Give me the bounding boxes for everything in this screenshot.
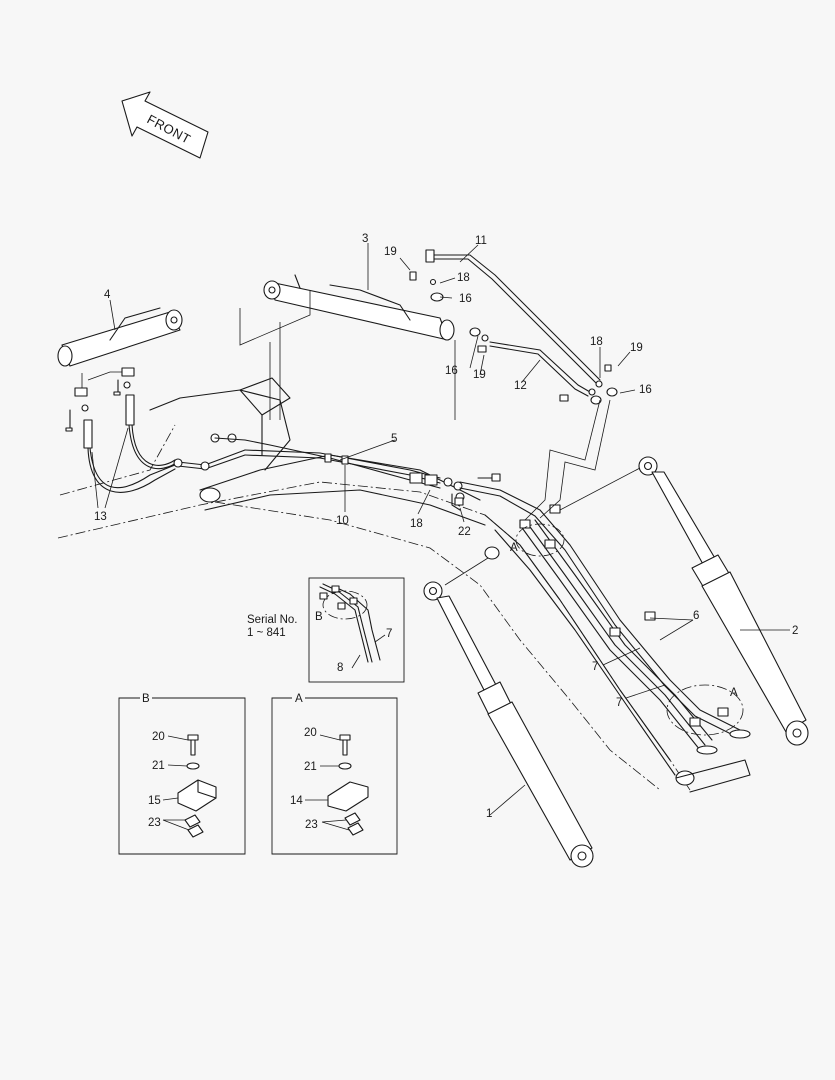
callout-3: 3 — [362, 233, 368, 245]
callout-6: 6 — [693, 610, 699, 622]
callout-18b: 18 — [590, 336, 603, 348]
pipes-5-10 — [244, 444, 465, 502]
callout-18a: 18 — [457, 272, 470, 284]
callout-2: 2 — [792, 625, 798, 637]
callout-7a: 7 — [592, 661, 598, 673]
detail-b-box — [118, 697, 246, 855]
serial-line-1: Serial No. — [247, 614, 298, 626]
leader-lines — [91, 243, 790, 816]
callout-5: 5 — [391, 433, 397, 445]
callout-23b: 23 — [148, 817, 161, 829]
callout-20a: 20 — [304, 727, 317, 739]
callout-19a: 19 — [384, 246, 397, 258]
callout-7c: 7 — [386, 628, 392, 640]
cylinder-4 — [57, 307, 183, 390]
callout-15: 15 — [148, 795, 161, 807]
callout-7b: 7 — [616, 697, 622, 709]
callout-16b: 16 — [445, 365, 458, 377]
callout-20b: 20 — [152, 731, 165, 743]
callout-11: 11 — [475, 235, 487, 247]
callout-19b: 19 — [473, 369, 486, 381]
pipes-11-12 — [409, 249, 618, 521]
callout-19c: 19 — [630, 342, 643, 354]
callout-12: 12 — [514, 380, 527, 392]
boom-body — [149, 377, 751, 793]
callout-16c: 16 — [639, 384, 652, 396]
detail-b-title: B — [142, 693, 150, 705]
callout-4: 4 — [104, 289, 111, 301]
detail-ref-b-serial: B — [315, 611, 323, 623]
detail-a-title: A — [295, 693, 303, 705]
cylinder-2 — [638, 456, 809, 746]
callout-8: 8 — [337, 662, 343, 674]
callout-21a: 21 — [304, 761, 317, 773]
cylinder-1 — [423, 581, 594, 868]
callout-10: 10 — [336, 515, 349, 527]
fittings-cylinder-4 — [65, 367, 135, 449]
callout-13: 13 — [94, 511, 107, 523]
callout-labels: 3 4 5 10 11 19 18 16 16 19 12 18 19 16 1… — [94, 233, 798, 831]
bolt-22 — [451, 473, 501, 511]
detail-a-box — [271, 697, 398, 855]
callout-21b: 21 — [152, 760, 165, 772]
hoses-13 — [87, 424, 271, 493]
callout-18c: 18 — [410, 518, 423, 530]
front-direction-arrow: FRONT — [121, 91, 209, 159]
serial-line-2: 1 ~ 841 — [247, 627, 286, 639]
callout-23a: 23 — [305, 819, 318, 831]
serial-detail-box — [308, 577, 405, 683]
detail-ref-a-boom: A — [510, 542, 518, 554]
callout-14: 14 — [290, 795, 303, 807]
callout-22: 22 — [458, 526, 471, 538]
pipes-6-7 — [459, 481, 751, 755]
arm-cylinder-3 — [239, 274, 455, 420]
detail-ref-a-lower: A — [730, 687, 738, 699]
callout-16a: 16 — [459, 293, 472, 305]
callout-1: 1 — [486, 808, 492, 820]
